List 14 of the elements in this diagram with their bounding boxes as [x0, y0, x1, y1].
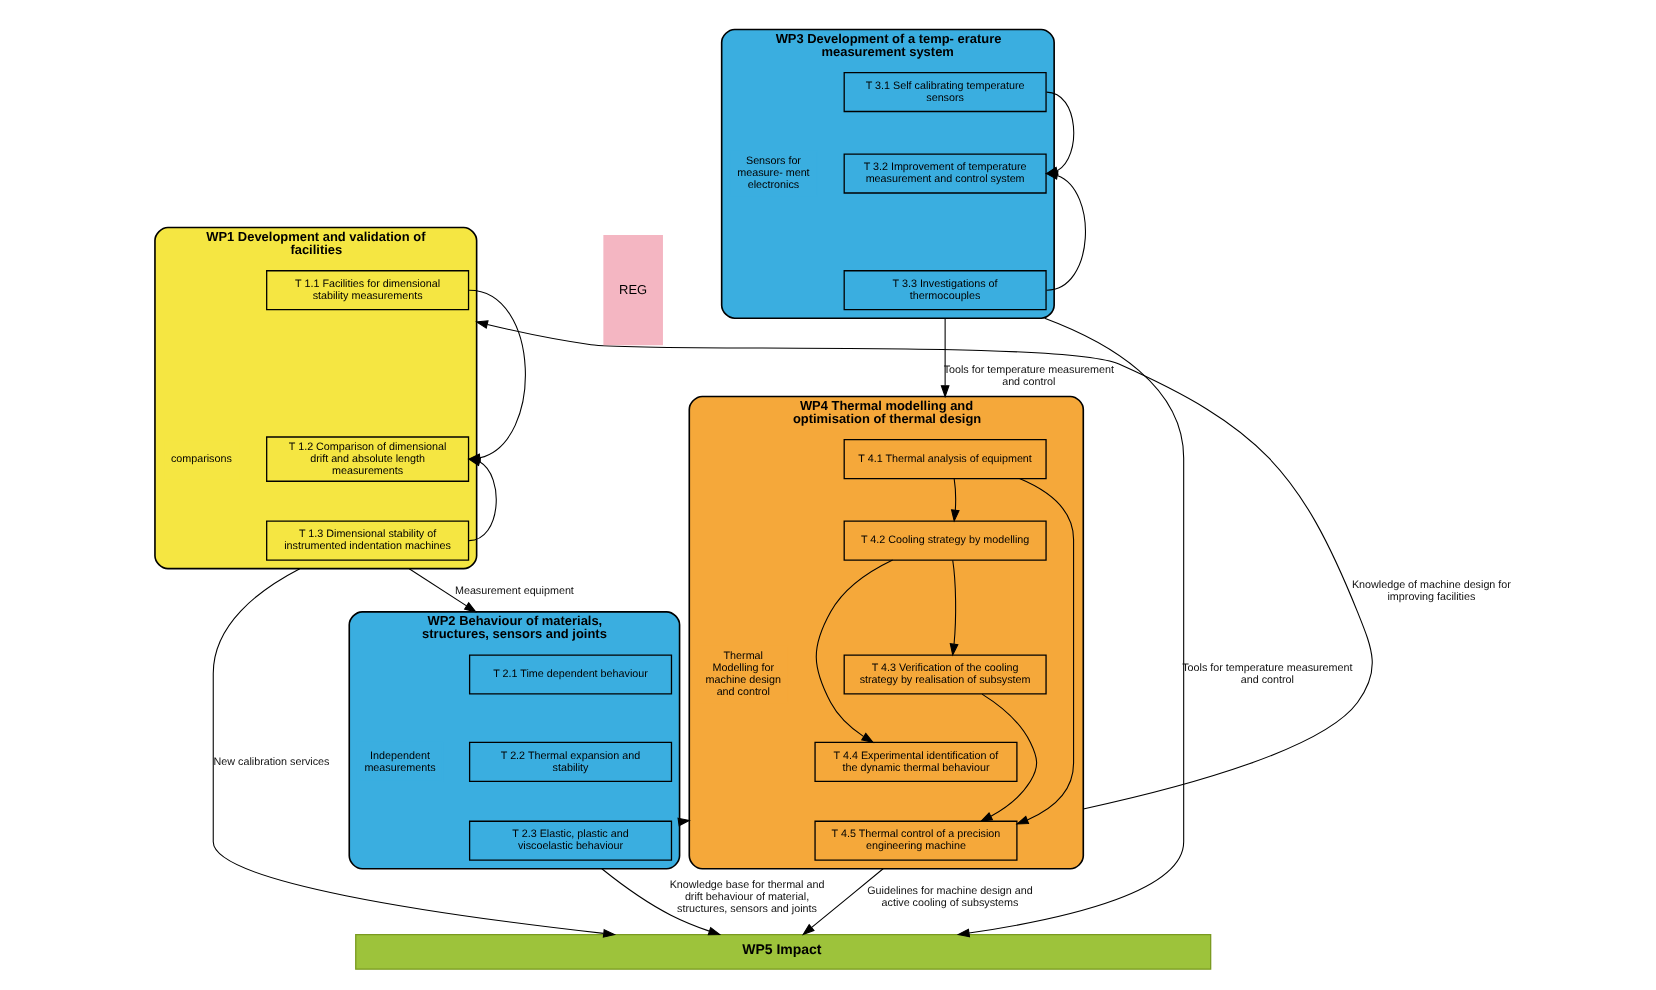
arrow	[815, 559, 894, 744]
arrow	[601, 868, 722, 936]
arrow	[475, 320, 1373, 810]
arrow	[408, 568, 478, 613]
arrow	[801, 868, 884, 936]
arrow	[979, 693, 1038, 822]
arrow	[949, 559, 959, 657]
arrow	[1044, 171, 1086, 291]
arrow	[467, 457, 497, 542]
arrow	[1015, 478, 1075, 825]
arrow	[212, 568, 617, 938]
arrow	[950, 478, 960, 523]
arrow	[940, 317, 950, 399]
arrow	[956, 317, 1185, 938]
